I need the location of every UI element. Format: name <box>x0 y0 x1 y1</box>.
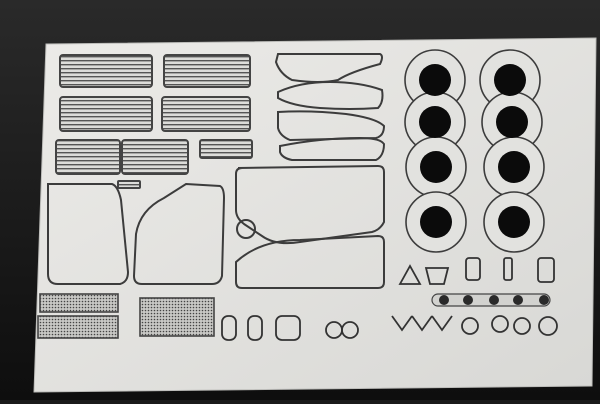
linked-small-parts <box>221 315 558 341</box>
grille-panels <box>55 54 253 189</box>
ring-parts <box>404 49 545 253</box>
mesh-panels <box>37 293 215 339</box>
washer-parts <box>431 293 551 307</box>
elongated-parts <box>274 53 386 161</box>
side-panels <box>47 164 385 289</box>
small-brackets <box>398 257 555 285</box>
